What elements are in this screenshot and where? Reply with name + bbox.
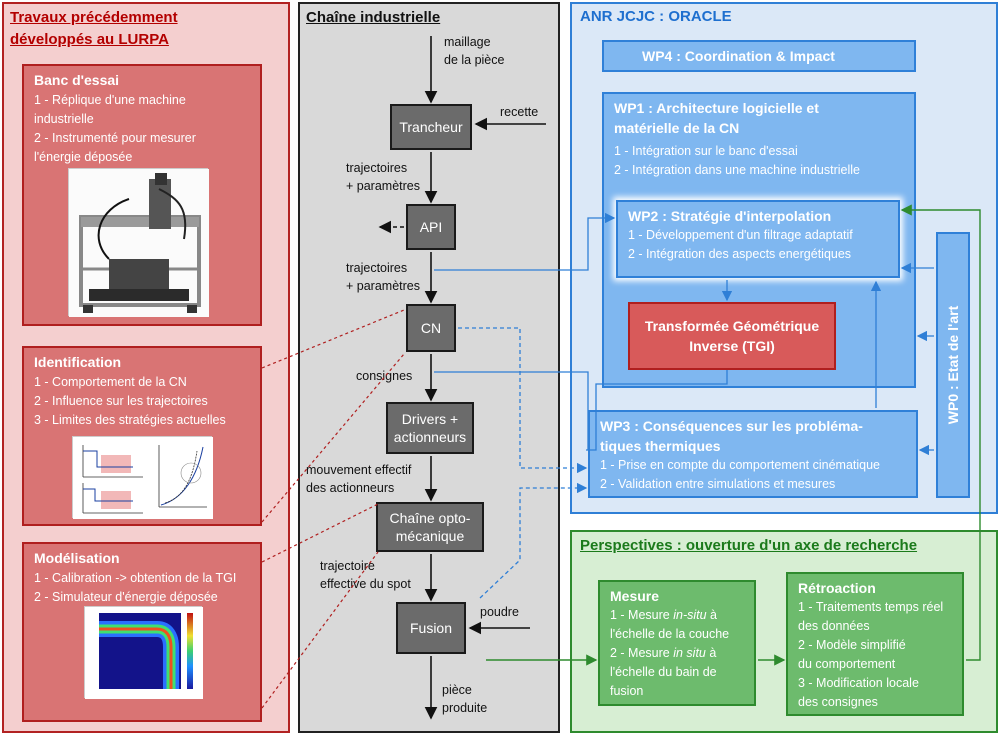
identification-line2: 2 - Influence sur les trajectoires (34, 394, 208, 408)
mesure-line5: fusion (610, 684, 644, 698)
banc-line1: 1 - Réplique d'une machine (34, 93, 186, 107)
mesure-line1-b: in-situ (673, 608, 707, 622)
node-chaine-opto: Chaîne opto- mécanique (376, 502, 484, 552)
node-drivers-line1: Drivers + (401, 411, 459, 427)
wp3-line2: 2 - Validation entre simulations et mesu… (600, 477, 836, 491)
mesure-line4: l'échelle du bain de (610, 665, 717, 679)
node-fusion: Fusion (396, 602, 466, 654)
node-trancheur: Trancheur (390, 104, 472, 150)
mesure-line2: l'échelle de la couche (610, 627, 730, 641)
label-consignes: consignes (356, 369, 413, 383)
label-mouvement-2: des actionneurs (306, 481, 395, 495)
modelisation-line1: 1 - Calibration -> obtention de la TGI (34, 571, 237, 585)
label-trajectoires-1b: + paramètres (346, 179, 420, 193)
identification-plots (72, 436, 213, 519)
wp0-label: WP0 : Etat de l'art (945, 305, 961, 425)
wp2-line1: 1 - Développement d'un filtrage adaptati… (628, 228, 853, 242)
label-poudre: poudre (480, 605, 519, 619)
label-trajectoires-2a: trajectoires (346, 261, 408, 275)
node-chaine-line1: Chaîne opto- (389, 510, 471, 526)
wp0-box: WP0 : Etat de l'art (936, 232, 970, 498)
retroaction-line2: des données (798, 619, 870, 633)
retroaction-line6: des consignes (798, 695, 878, 709)
wp3-title-1: WP3 : Conséquences sur les probléma- (600, 418, 863, 434)
identification-title: Identification (34, 354, 122, 370)
retroaction-line5: 3 - Modification locale (798, 676, 919, 690)
wp3-title-2: tiques thermiques (600, 438, 721, 454)
mesure-line1-c: à (706, 608, 717, 622)
wp4-box: WP4 : Coordination & Impact (602, 40, 916, 72)
wp2-line2: 2 - Intégration des aspects energétiques (628, 247, 852, 261)
mesure-line3-c: à (705, 646, 717, 660)
wp2-box: WP2 : Stratégie d'interpolation 1 - Déve… (616, 200, 900, 278)
label-trajectoire-spot-1: trajectoire (320, 559, 375, 573)
label-trajectoires-2b: + paramètres (346, 279, 420, 293)
mesure-line1-a: 1 - Mesure (610, 608, 674, 622)
right-title: ANR JCJC : ORACLE (580, 8, 732, 25)
test-bench-photo (68, 168, 209, 317)
banc-line3: 2 - Instrumenté pour mesurer (34, 131, 196, 145)
wp3-box: WP3 : Conséquences sur les probléma- tiq… (588, 410, 918, 498)
identification-line1: 1 - Comportement de la CN (34, 375, 187, 389)
node-drivers: Drivers + actionneurs (386, 402, 474, 454)
tgi-line1: Transformée Géométrique (644, 318, 820, 334)
mesure-line3: 2 - Mesure in situ à (610, 644, 744, 663)
left-title-line2: développés au LURPA (10, 31, 169, 48)
label-recette: recette (500, 105, 539, 119)
mesure-line3-a: 2 - Mesure (610, 646, 674, 660)
wp3-line1: 1 - Prise en compte du comportement ciné… (600, 458, 880, 472)
energy-simulation-heatmap (84, 606, 203, 699)
wp1-line1: 1 - Intégration sur le banc d'essai (614, 144, 798, 158)
label-trajectoire-spot-2: effective du spot (320, 577, 411, 591)
mesure-title: Mesure (610, 588, 660, 604)
modelisation-title: Modélisation (34, 550, 120, 566)
left-title-line1: Travaux précédemment (10, 9, 178, 26)
label-piece-2: produite (442, 701, 488, 715)
label-mouvement-1: mouvement effectif (306, 463, 412, 477)
wp4-title: WP4 : Coordination & Impact (642, 48, 835, 64)
banc-line2: industrielle (34, 112, 94, 126)
node-cn: CN (406, 304, 456, 352)
tgi-box: Transformée Géométrique Inverse (TGI) (628, 302, 836, 370)
wp1-title-2: matérielle de la CN (614, 120, 740, 136)
wp1-title-1: WP1 : Architecture logicielle et (614, 100, 819, 116)
node-drivers-line2: actionneurs (393, 429, 467, 445)
banc-title: Banc d'essai (34, 72, 120, 88)
node-api: API (406, 204, 456, 250)
banc-line4: l'énergie déposée (34, 150, 133, 164)
middle-title: Chaîne industrielle (306, 9, 441, 26)
label-piece-1: pièce (442, 683, 472, 697)
retroaction-box: Rétroaction 1 - Traitements temps réel d… (786, 572, 964, 716)
label-maillage-2: de la pièce (444, 53, 505, 67)
modelisation-line2: 2 - Simulateur d'énergie déposée (34, 590, 218, 604)
identification-line3: 3 - Limites des stratégies actuelles (34, 413, 226, 427)
label-trajectoires-1a: trajectoires (346, 161, 408, 175)
retroaction-line4: du comportement (798, 657, 896, 671)
mesure-line1: 1 - Mesure in-situ à (610, 606, 744, 625)
perspectives-title: Perspectives : ouverture d'un axe de rec… (580, 537, 918, 554)
retroaction-line1: 1 - Traitements temps réel (798, 600, 944, 614)
wp1-line2: 2 - Intégration dans une machine industr… (614, 163, 860, 177)
mesure-box: Mesure 1 - Mesure in-situ à l'échelle de… (598, 580, 756, 706)
wp2-title: WP2 : Stratégie d'interpolation (628, 208, 832, 224)
tgi-line2: Inverse (TGI) (689, 338, 775, 354)
label-maillage-1: maillage (444, 35, 491, 49)
retroaction-title: Rétroaction (798, 580, 876, 596)
node-chaine-line2: mécanique (395, 528, 465, 544)
mesure-line3-b: in situ (673, 646, 706, 660)
retroaction-line3: 2 - Modèle simplifié (798, 638, 906, 652)
